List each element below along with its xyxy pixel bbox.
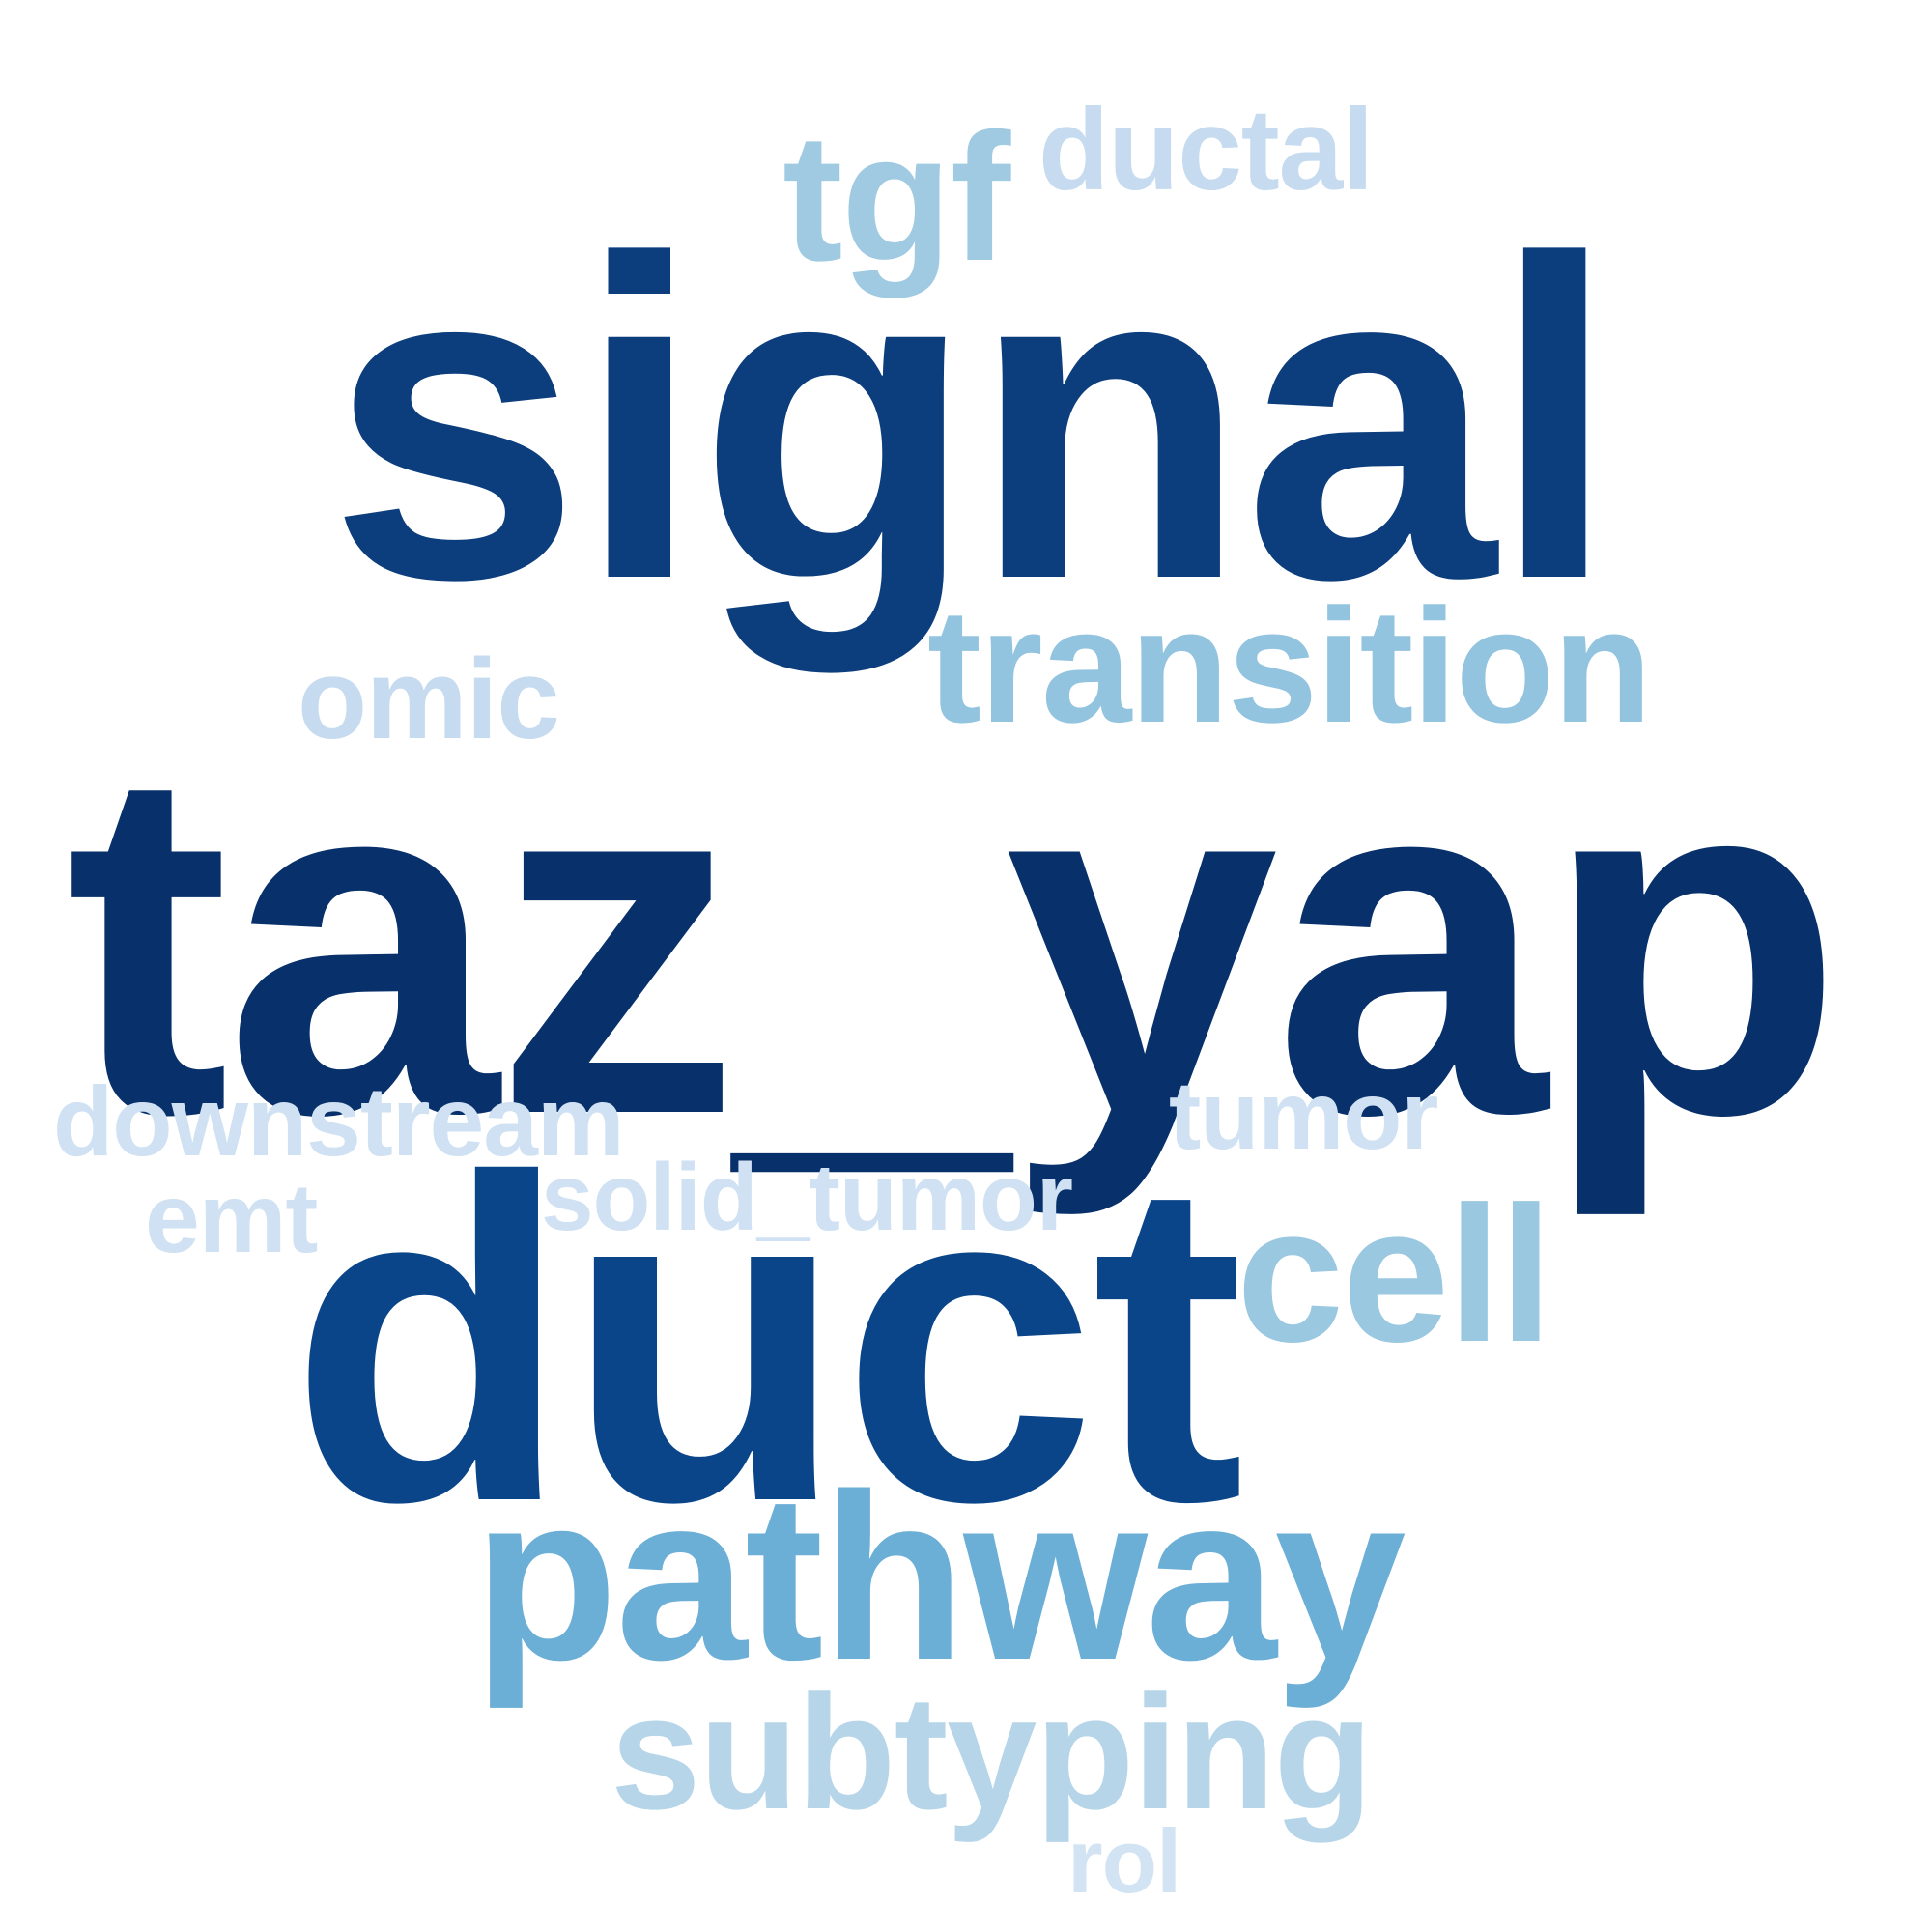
word-pathway: pathway: [473, 1444, 1406, 1709]
word-ductal: ductal: [1038, 85, 1374, 214]
word-subtyping: subtyping: [611, 1662, 1373, 1843]
word-tgf: tgf: [782, 96, 1010, 298]
word-duct: duct: [290, 1084, 1244, 1597]
word-cell: cell: [1236, 1167, 1553, 1382]
word-downstream: downstream: [53, 1066, 625, 1177]
word-taz-yap: taz_yap: [66, 667, 1843, 1217]
word-signal: signal: [328, 166, 1618, 673]
word-transition: transition: [927, 575, 1652, 756]
word-omic: omic: [298, 636, 560, 763]
word-emt: emt: [145, 1163, 318, 1273]
word-solid-tumor: solid_tumor: [541, 1144, 1073, 1250]
word-rol: rol: [1067, 1810, 1181, 1912]
word-tumor: tumor: [1169, 1062, 1438, 1170]
